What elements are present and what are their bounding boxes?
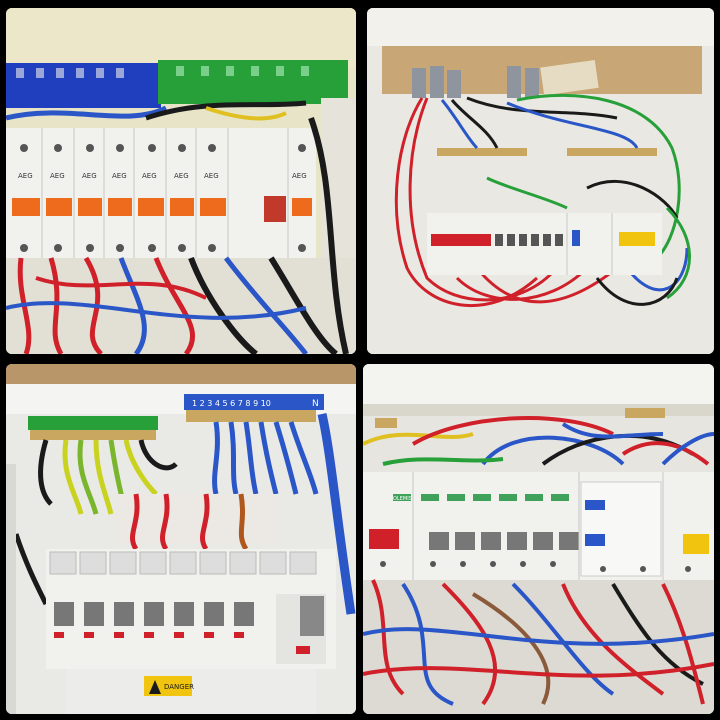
- panel-bottom-right: OLEMIS: [363, 364, 714, 714]
- svg-text:AEG: AEG: [174, 172, 189, 180]
- svg-text:AEG: AEG: [292, 172, 307, 180]
- svg-text:AEG: AEG: [142, 172, 157, 180]
- fuse-box-photo-1: AEG AEG AEG AEG AEG AEG AEG AEG: [6, 8, 356, 354]
- neutral-marker: N: [312, 399, 319, 409]
- svg-text:AEG: AEG: [112, 172, 127, 180]
- danger-label-text: DANGER: [164, 683, 194, 691]
- fuse-box-photo-3: 1 2 3 4 5 6 7 8 9 10 N: [6, 364, 356, 714]
- breaker-brand-label: OLEMIS: [393, 496, 412, 502]
- panel-top-right: [367, 8, 714, 354]
- grey-toggles: [429, 532, 579, 550]
- breaker-brand-label: AEG: [18, 172, 33, 180]
- neutral-busbar: [184, 394, 324, 410]
- fuse-box-photo-4: OLEMIS: [363, 364, 714, 714]
- grey-toggles: [54, 602, 254, 626]
- breaker-row: [6, 128, 316, 258]
- svg-text:AEG: AEG: [82, 172, 97, 180]
- panel-top-left: AEG AEG AEG AEG AEG AEG AEG AEG: [6, 8, 356, 354]
- fuse-box-photo-2: [367, 8, 714, 354]
- orange-toggles: [12, 198, 312, 216]
- earth-busbar: [567, 148, 657, 156]
- panel-bottom-left: 1 2 3 4 5 6 7 8 9 10 N: [6, 364, 356, 714]
- svg-text:AEG: AEG: [204, 172, 219, 180]
- neutral-busbar: [437, 148, 527, 156]
- svg-text:AEG: AEG: [50, 172, 65, 180]
- neutral-bar-numbers: 1 2 3 4 5 6 7 8 9 10: [192, 399, 271, 408]
- earth-busbar: [28, 416, 158, 430]
